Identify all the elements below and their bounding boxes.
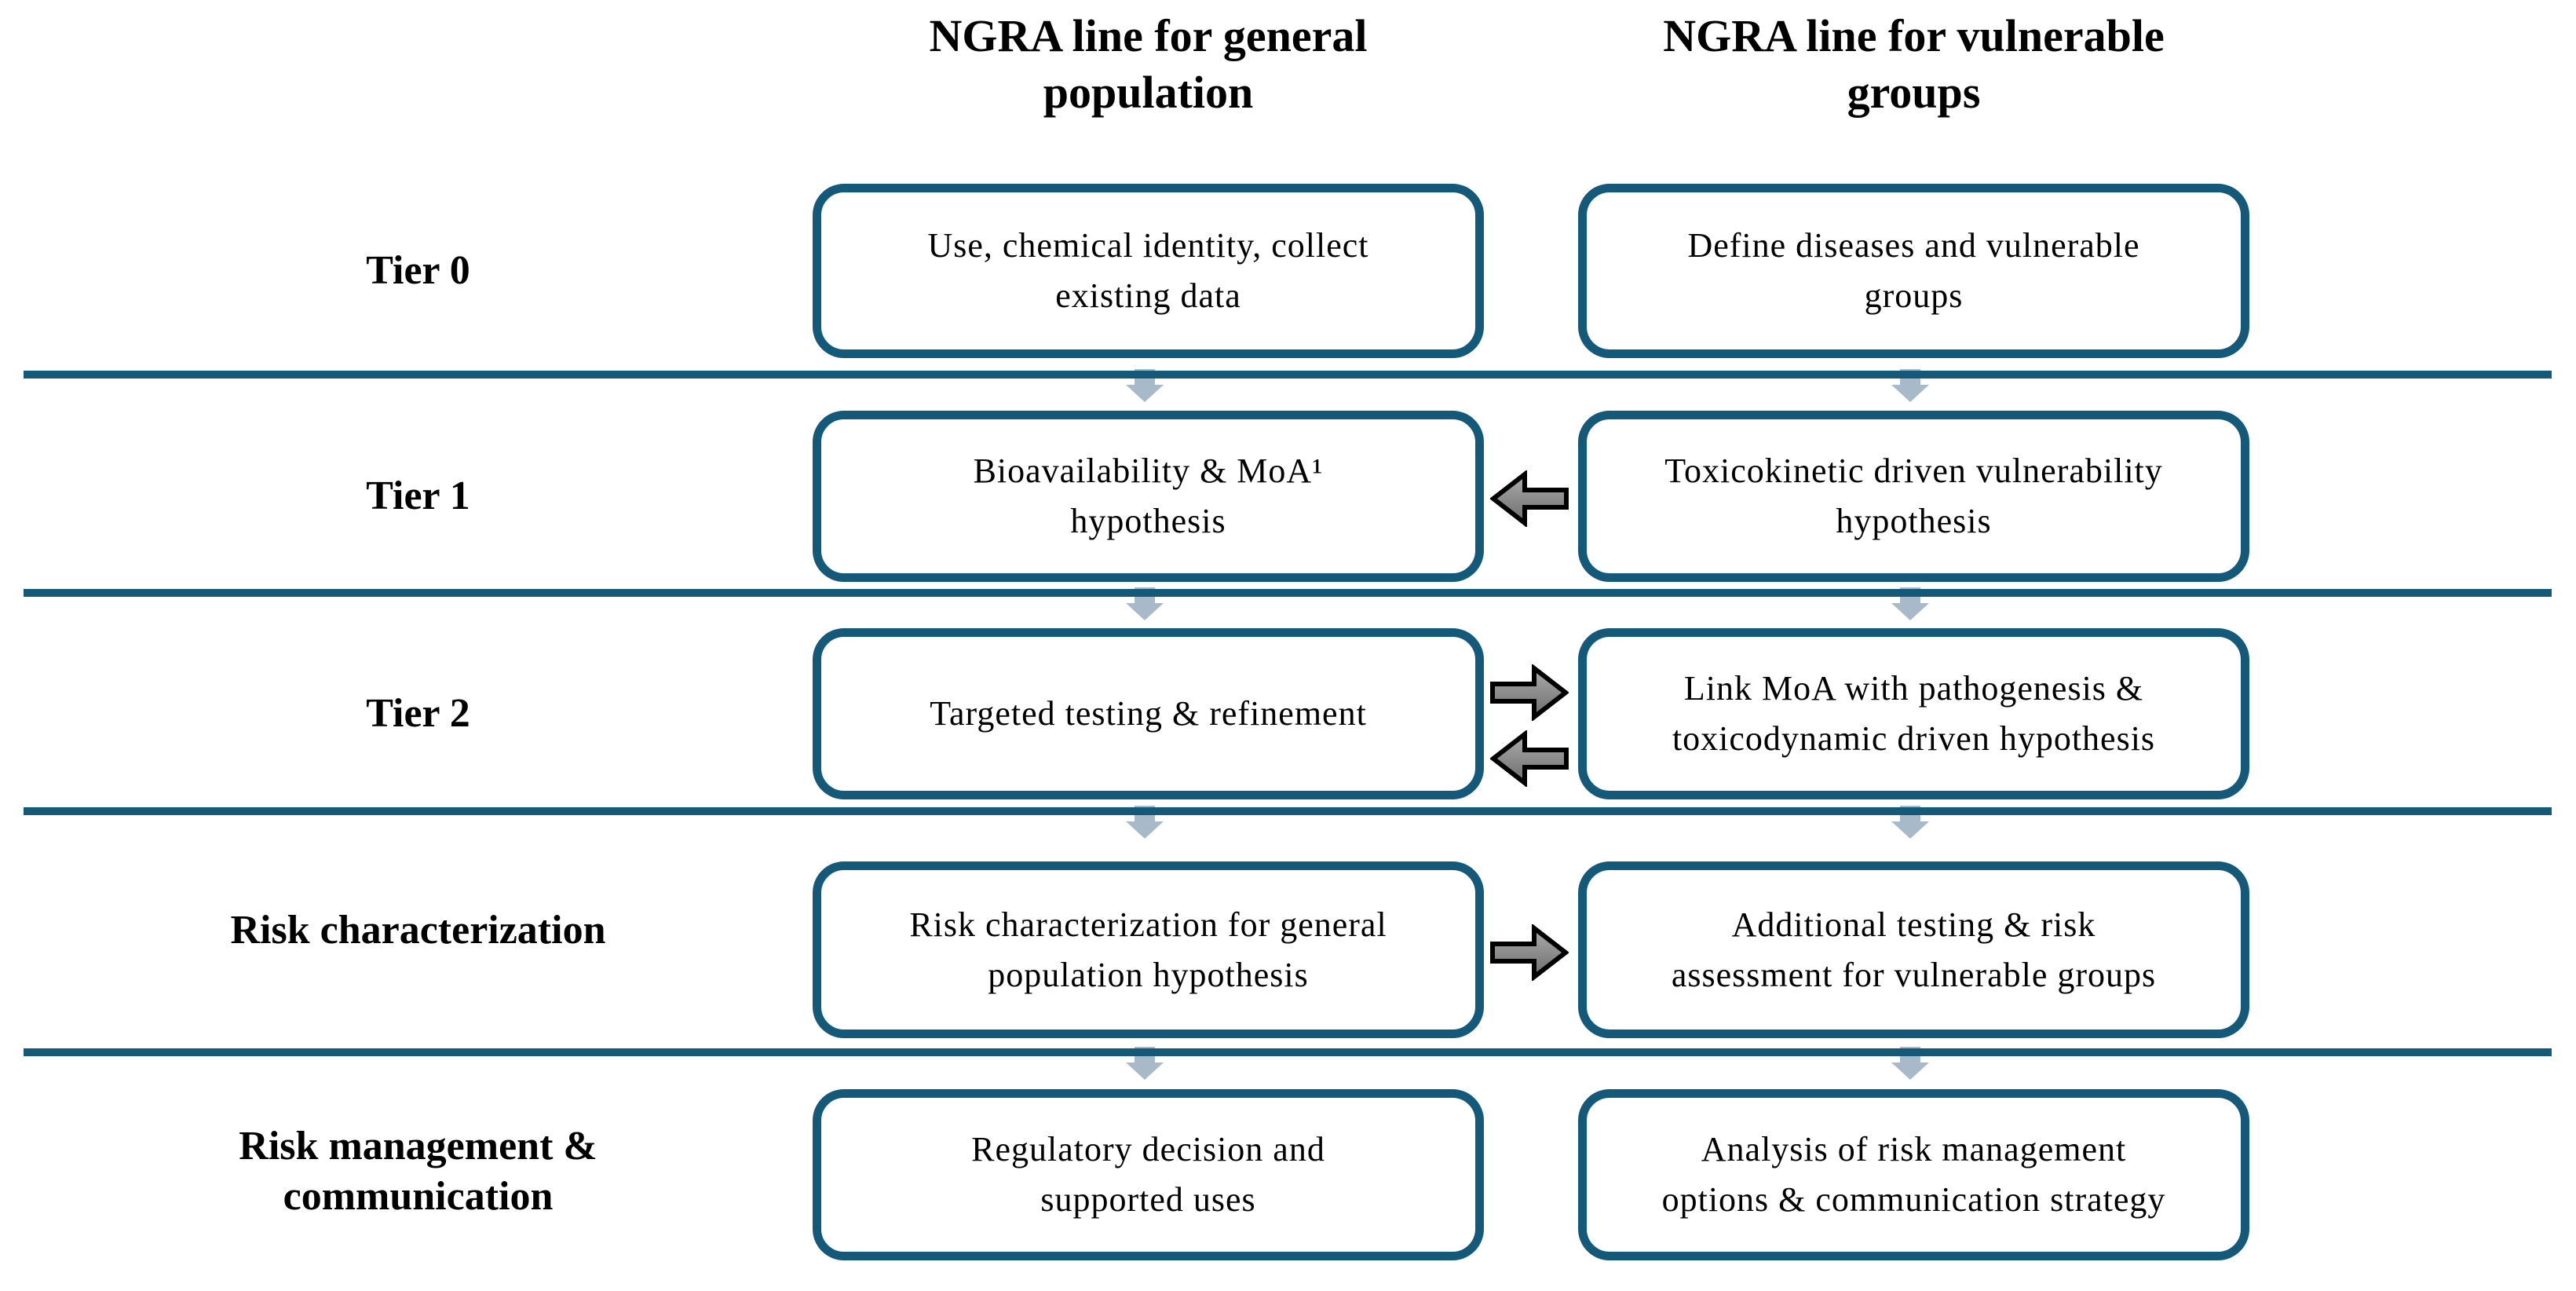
row-label-tier0: Tier 0: [366, 248, 470, 293]
row-label-tier2: Tier 2: [366, 691, 470, 736]
separator-line-below-tier2: [24, 807, 2552, 815]
row-label-risk-management-communication: Risk management & communication: [239, 1124, 597, 1219]
tier1-general-box: Bioavailability & MoA¹ hypothesis: [813, 411, 1484, 582]
tier0-general-box: Use, chemical identity, collect existing…: [813, 184, 1484, 358]
column-header-vulnerable-groups: NGRA line for vulnerable groups: [1663, 10, 2165, 118]
risk-characterization-vulnerable-box: Additional testing & risk assessment for…: [1578, 861, 2249, 1038]
arrow-left-icon: [1490, 470, 1569, 527]
tier2-general-box: Targeted testing & refinement: [813, 628, 1484, 799]
separator-line-below-risk-characterization: [24, 1048, 2552, 1056]
row-label-risk-characterization: Risk characterization: [230, 908, 606, 953]
tier2-vulnerable-box: Link MoA with pathogenesis & toxicodynam…: [1578, 628, 2249, 799]
arrow-right-icon: [1490, 924, 1569, 981]
risk-characterization-general-box: Risk characterization for general popula…: [813, 861, 1484, 1038]
arrow-right-icon: [1490, 664, 1569, 721]
row-label-tier1: Tier 1: [366, 474, 470, 518]
separator-line-below-tier0: [24, 371, 2552, 379]
tier0-vulnerable-box: Define diseases and vulnerable groups: [1578, 184, 2249, 358]
risk-management-general-box: Regulatory decision and supported uses: [813, 1089, 1484, 1260]
column-header-general-population: NGRA line for general population: [929, 10, 1368, 118]
tier1-vulnerable-box: Toxicokinetic driven vulnerability hypot…: [1578, 411, 2249, 582]
separator-line-below-tier1: [24, 589, 2552, 597]
arrow-left-icon: [1490, 730, 1569, 787]
risk-management-vulnerable-box: Analysis of risk management options & co…: [1578, 1089, 2249, 1260]
